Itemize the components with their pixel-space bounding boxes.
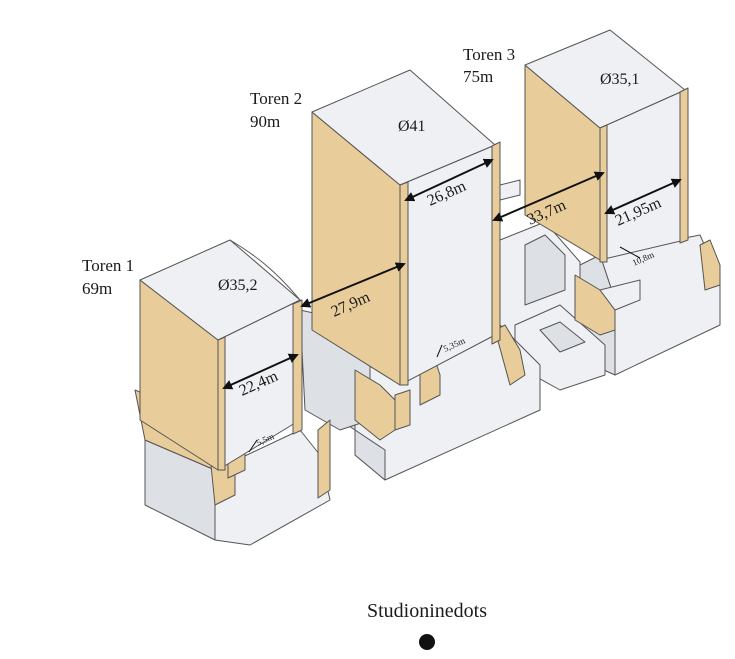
tower-1-diameter: Ø35,2: [218, 277, 258, 294]
tower-2-width-arrow: [404, 158, 494, 202]
tower-3-width-arrow: [604, 178, 682, 215]
brand-dot-icon: [419, 634, 435, 650]
brand-name: Studioninedots: [367, 600, 487, 622]
tower-3-height: 75m: [463, 67, 493, 86]
span-1-2-arrow: [300, 262, 406, 308]
tower-3-name: Toren 3: [463, 45, 515, 64]
tower-1-height: 69m: [82, 279, 112, 298]
tower-2-small-arrow: [436, 344, 443, 358]
tower-1: [139, 239, 303, 471]
tower-3-small-arrow: [619, 246, 641, 259]
tower-1-name: Toren 1: [82, 256, 134, 275]
tower-2-height: 90m: [250, 112, 280, 131]
span-2-3-arrow: [492, 171, 605, 222]
tower-1-small-arrow: [248, 439, 258, 453]
tower-2-diameter: Ø41: [398, 118, 426, 135]
tower-2-name: Toren 2: [250, 89, 302, 108]
tower-1-width-arrow: [222, 353, 299, 390]
tower-3: [524, 29, 689, 263]
tower-3-diameter: Ø35,1: [600, 71, 640, 88]
